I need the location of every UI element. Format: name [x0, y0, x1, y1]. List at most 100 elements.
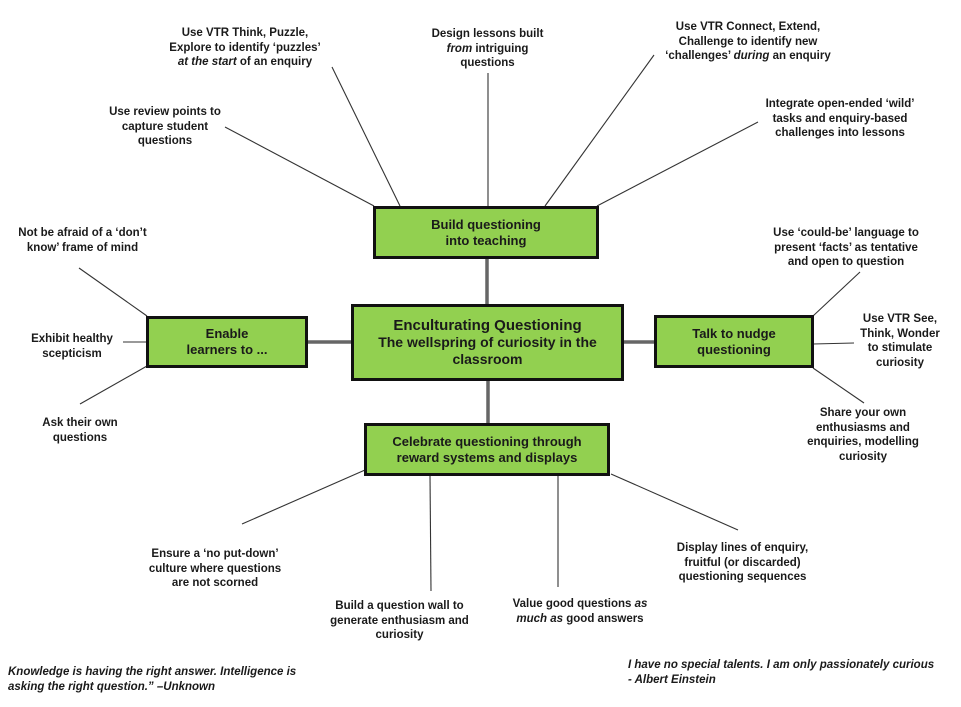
node-label-line: questioning: [697, 341, 771, 357]
line-review-points: [224, 126, 375, 207]
node-talk-to-nudge[interactable]: Talk to nudge questioning: [654, 315, 814, 368]
leaf-emphasis: during: [733, 50, 770, 62]
leaf-display-lines: Display lines of enquiry, fruitful (or d…: [665, 541, 820, 585]
leaf-line: Share your own: [819, 407, 907, 419]
leaf-line: Use VTR Connect, Extend,: [675, 21, 821, 33]
leaf-text: intriguing: [472, 42, 529, 55]
leaf-line: challenges into lessons: [775, 127, 905, 139]
leaf-line: at the start of an enquiry: [165, 55, 325, 70]
leaf-line: Challenge to identify new: [678, 35, 818, 48]
leaf-text: good answers: [563, 612, 644, 625]
leaf-design-lessons: Design lessons built from intriguing que…: [420, 27, 555, 71]
node-label-line: Celebrate questioning through: [392, 433, 582, 449]
line-ask-own: [79, 365, 148, 405]
leaf-line: Use VTR Think, Puzzle,: [181, 27, 309, 39]
leaf-emphasis: as: [634, 598, 648, 610]
leaf-line: ‘challenges’ during an enquiry: [658, 49, 838, 64]
leaf-line: enthusiasms and: [816, 421, 910, 434]
leaf-line: curiosity: [839, 450, 887, 463]
line-integrate: [596, 121, 759, 207]
quote-einstein: I have no special talents. I am only pas…: [628, 658, 934, 688]
leaf-question-wall: Build a question wall to generate enthus…: [322, 599, 477, 643]
leaf-line: Exhibit healthy: [31, 333, 113, 345]
node-label-line: reward systems and displays: [396, 449, 578, 465]
node-label-line: Enable: [205, 326, 249, 341]
leaf-scepticism: Exhibit healthy scepticism: [22, 332, 122, 361]
leaf-text: ‘challenges’: [665, 50, 734, 62]
leaf-line: Build a question wall to: [335, 600, 464, 612]
quote-line: Knowledge is having the right answer. In…: [8, 666, 297, 678]
leaf-line: Ask their own: [42, 417, 118, 429]
leaf-review-points: Use review points to capture student que…: [95, 105, 235, 149]
leaf-line: Integrate open-ended ‘wild’: [765, 98, 915, 110]
node-build-questioning[interactable]: Build questioning into teaching: [373, 206, 599, 259]
quote-unknown: Knowledge is having the right answer. In…: [8, 665, 296, 695]
leaf-could-be: Use ‘could-be’ language to present ‘fact…: [766, 226, 926, 270]
line-could-be: [812, 271, 861, 317]
leaf-see-think: Use VTR See, Think, Wonder to stimulate …: [850, 312, 950, 370]
leaf-line: much as good answers: [505, 612, 655, 627]
node-label-line: Talk to nudge: [692, 325, 776, 341]
leaf-line: generate enthusiasm and: [330, 614, 469, 627]
leaf-line: tasks and enquiry-based: [772, 112, 908, 125]
leaf-line: Explore to identify ‘puzzles’: [169, 41, 321, 54]
leaf-line: Not be afraid of a ‘don’t: [18, 227, 147, 239]
leaf-line: questions: [460, 57, 515, 69]
line-see-think: [812, 342, 855, 345]
leaf-line: are not scorned: [171, 577, 259, 589]
leaf-connect-extend: Use VTR Connect, Extend, Challenge to id…: [658, 20, 838, 64]
leaf-emphasis: at the start: [177, 56, 237, 68]
center-subtitle-line: classroom: [452, 351, 523, 367]
line-not-afraid: [78, 267, 148, 317]
leaf-line: curiosity: [375, 629, 424, 641]
quote-line: asking the right question.” –Unknown: [8, 681, 216, 693]
leaf-no-put-down: Ensure a ‘no put-down’ culture where que…: [140, 547, 290, 591]
leaf-line: and open to question: [787, 256, 905, 268]
node-label-line: into teaching: [445, 232, 527, 248]
leaf-line: Ensure a ‘no put-down’: [151, 548, 279, 560]
leaf-line: curiosity: [876, 356, 924, 369]
node-label-line: learners to ...: [186, 342, 268, 357]
leaf-line: fruitful (or discarded): [684, 556, 801, 569]
center-subtitle-line: The wellspring of curiosity in the: [378, 334, 597, 350]
leaf-text: Value good questions: [512, 598, 635, 610]
leaf-value-good: Value good questions as much as good ans…: [505, 597, 655, 626]
node-center-enculturating-questioning[interactable]: Enculturating Questioning The wellspring…: [351, 304, 624, 381]
leaf-text: an enquiry: [769, 50, 831, 62]
leaf-line: Value good questions as: [505, 597, 655, 612]
leaf-line: questions: [137, 135, 193, 147]
leaf-integrate: Integrate open-ended ‘wild’ tasks and en…: [760, 97, 920, 141]
node-enable-learners[interactable]: Enable learners to ...: [146, 316, 308, 368]
line-connect-extend: [544, 54, 655, 207]
center-title: Enculturating Questioning: [393, 317, 582, 334]
leaf-emphasis: much as: [516, 612, 564, 625]
line-question-wall: [429, 474, 432, 592]
line-no-put-down: [241, 469, 366, 525]
leaf-emphasis: from: [446, 42, 473, 55]
leaf-line: Use review points to: [109, 106, 221, 118]
line-display-lines: [610, 473, 739, 531]
leaf-line: questions: [52, 431, 108, 444]
leaf-ask-own: Ask their own questions: [30, 416, 130, 445]
leaf-think-puzzle: Use VTR Think, Puzzle, Explore to identi…: [165, 26, 325, 70]
leaf-line: present ‘facts’ as tentative: [774, 241, 918, 254]
leaf-line: culture where questions: [148, 562, 282, 575]
line-think-puzzle: [331, 66, 401, 207]
leaf-line: enquiries, modelling: [807, 436, 919, 448]
leaf-line: Think, Wonder: [860, 327, 940, 340]
leaf-line: Use ‘could-be’ language to: [773, 227, 919, 239]
leaf-line: questioning sequences: [678, 571, 807, 583]
node-label-line: Build questioning: [431, 216, 541, 232]
leaf-line: Use VTR See,: [862, 313, 938, 325]
leaf-line: to stimulate: [867, 342, 933, 354]
quote-line: I have no special talents. I am only pas…: [628, 659, 935, 671]
leaf-not-afraid: Not be afraid of a ‘don’t know’ frame of…: [10, 226, 155, 255]
line-share: [812, 367, 865, 404]
node-celebrate-questioning[interactable]: Celebrate questioning through reward sys…: [364, 423, 610, 476]
leaf-line: from intriguing: [420, 42, 555, 57]
leaf-line: Design lessons built: [431, 28, 544, 40]
leaf-text: of an enquiry: [236, 56, 313, 68]
leaf-share: Share your own enthusiasms and enquiries…: [798, 406, 928, 464]
leaf-line: Display lines of enquiry,: [676, 542, 809, 554]
